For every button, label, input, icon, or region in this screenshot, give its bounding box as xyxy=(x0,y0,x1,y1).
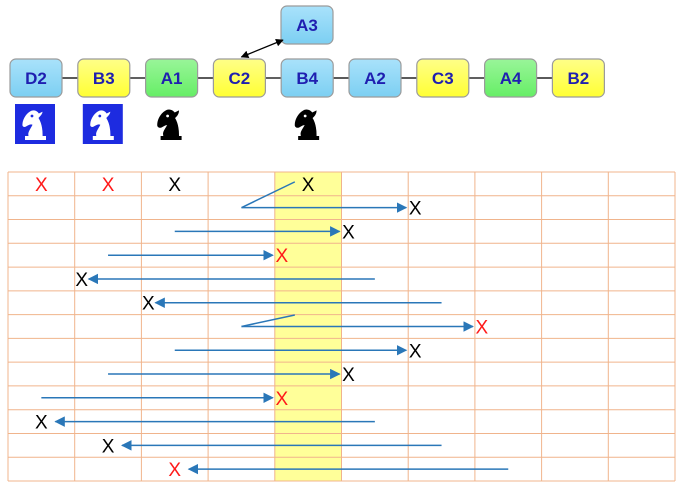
node-box xyxy=(416,58,470,98)
node-box xyxy=(280,5,334,45)
move-connector xyxy=(241,181,296,209)
node-box xyxy=(280,58,334,98)
node-A1: A1 xyxy=(145,58,199,98)
cell-mark: X xyxy=(35,413,48,434)
node-label: B4 xyxy=(296,69,318,88)
branch-double-arrow xyxy=(240,39,284,58)
cell-mark: X xyxy=(35,175,48,196)
node-label: B2 xyxy=(568,69,590,88)
node-label: A3 xyxy=(296,16,318,35)
cell-mark: X xyxy=(102,436,115,457)
cell-mark: X xyxy=(142,294,155,315)
node-label: A4 xyxy=(500,69,522,88)
knight-head xyxy=(294,109,317,140)
node-B3: B3 xyxy=(77,58,131,98)
knight-eye xyxy=(303,114,307,118)
cell-mark: X xyxy=(168,460,181,481)
knight-head xyxy=(21,109,44,140)
white-knight-icon xyxy=(82,104,123,144)
cell-mark: X xyxy=(342,222,355,243)
knight-head xyxy=(157,109,180,140)
cell-mark: X xyxy=(409,341,422,362)
knight-base xyxy=(298,136,320,140)
node-label: C2 xyxy=(229,69,251,88)
cell-mark: X xyxy=(476,318,489,339)
node-box xyxy=(348,58,402,98)
cell-mark: X xyxy=(342,365,355,386)
node-label: B3 xyxy=(93,69,115,88)
move-connector xyxy=(241,314,295,328)
cell-mark: X xyxy=(409,199,422,220)
knight-eye xyxy=(30,114,34,118)
cell-mark: X xyxy=(168,175,181,196)
cell-mark: X xyxy=(302,175,315,196)
node-box xyxy=(9,58,63,98)
cell-mark: X xyxy=(102,175,115,196)
cell-mark: X xyxy=(75,270,88,291)
cell-mark: X xyxy=(275,246,288,267)
knight-eye xyxy=(98,114,102,118)
node-A3: A3 xyxy=(280,5,334,45)
node-box xyxy=(484,58,538,98)
knight-base xyxy=(25,136,46,140)
white-knight-icon xyxy=(15,104,55,144)
cell-mark: X xyxy=(275,389,288,410)
node-A4: A4 xyxy=(484,58,538,98)
node-box xyxy=(77,58,131,98)
node-D2: D2 xyxy=(9,58,63,98)
knight-base xyxy=(160,136,182,140)
black-knight-icon xyxy=(294,109,320,140)
node-B4: B4 xyxy=(280,58,334,98)
node-label: A1 xyxy=(161,69,183,88)
node-box xyxy=(551,58,606,98)
node-label: C3 xyxy=(432,69,454,88)
node-B2: B2 xyxy=(551,58,606,98)
node-C3: C3 xyxy=(416,58,470,98)
node-box xyxy=(212,58,266,98)
node-A2: A2 xyxy=(348,58,402,98)
black-knight-icon xyxy=(157,109,182,140)
node-label: D2 xyxy=(25,69,47,88)
node-label: A2 xyxy=(364,69,386,88)
knight-eye xyxy=(166,114,169,118)
knight-base xyxy=(92,136,114,140)
node-box xyxy=(145,58,199,98)
node-C2: C2 xyxy=(212,58,266,98)
knight-head xyxy=(89,109,112,140)
